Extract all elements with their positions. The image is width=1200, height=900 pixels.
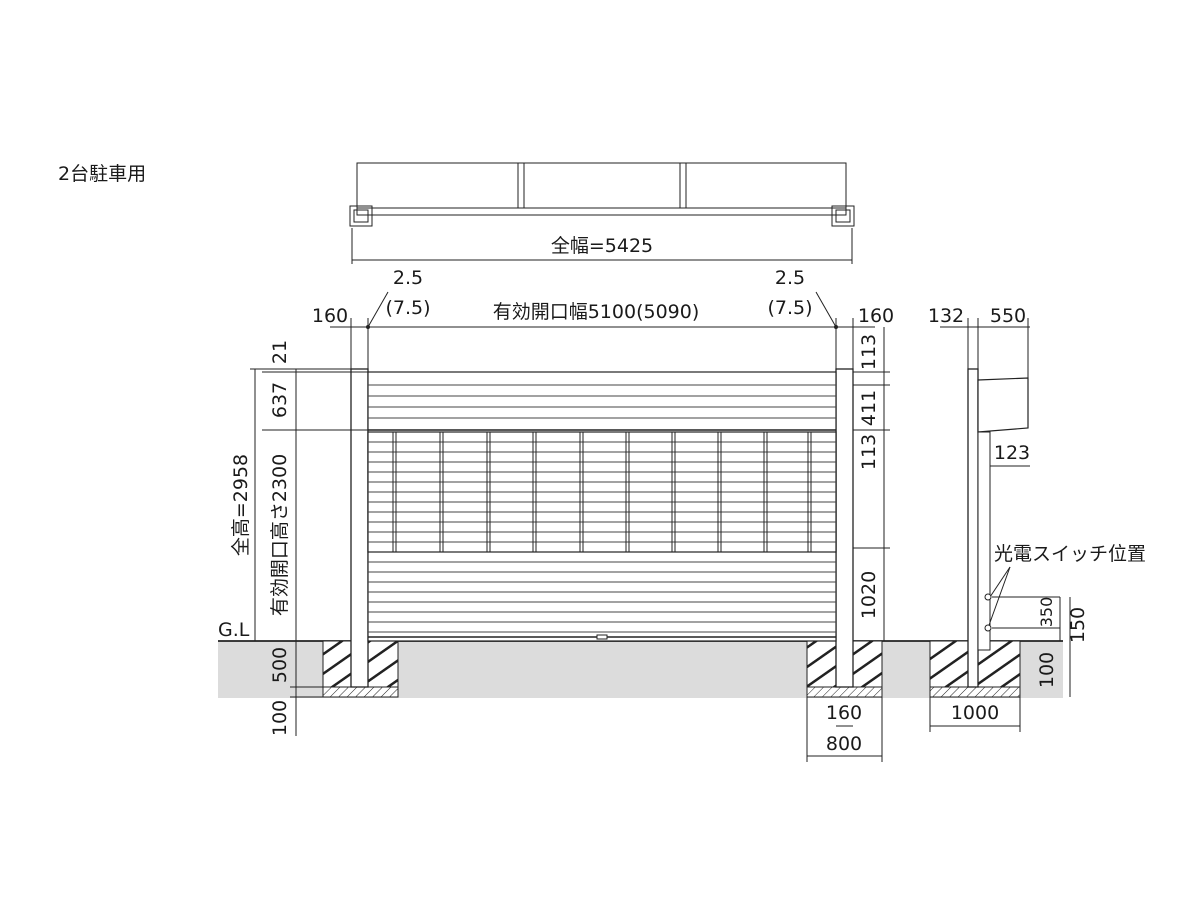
side-hood — [977, 377, 1029, 433]
right-dim-1020-label: 1020 — [858, 571, 880, 619]
right-post — [835, 368, 854, 688]
right-clearance-label: 2.5 — [775, 267, 805, 289]
side-foundation-depth-label: 100 — [1036, 652, 1058, 688]
right-dim-113-mid-label: 113 — [858, 434, 880, 470]
side-depth-dim-label: 550 — [990, 305, 1026, 327]
foundation-depth-label: 500 — [269, 647, 291, 683]
footing-width-label: 800 — [826, 733, 862, 755]
side-post-dim-label: 132 — [928, 305, 964, 327]
side-hood-dim-label: 123 — [994, 442, 1030, 464]
dim-21-label: 21 — [269, 340, 291, 364]
shutter-handle — [596, 634, 608, 640]
left-clearance-label: 2.5 — [393, 267, 423, 289]
right-dim-411-label: 411 — [858, 390, 880, 426]
side-view: 132 550 123 光電スイッチ位置 350 150 100 1000 — [928, 305, 1146, 732]
base-depth-label: 100 — [269, 700, 291, 736]
right-dim-113-top-label: 113 — [858, 334, 880, 370]
opening-width-label: 有効開口幅5100(5090) — [493, 301, 700, 323]
footing-post-label: 160 — [826, 702, 862, 724]
shutter-grille — [367, 431, 837, 553]
shutter-box — [368, 384, 836, 431]
left-post — [350, 368, 369, 688]
shutter-slats — [368, 561, 836, 640]
front-view: 160 160 2.5 (7.5) 2.5 (7.5) 有効開口幅5100(50… — [218, 267, 1063, 762]
left-post-width-label: 160 — [312, 305, 348, 327]
opening-height-label: 有効開口高さ2300 — [269, 454, 291, 616]
left-clearance-alt-label: (7.5) — [385, 297, 430, 319]
switch-350-label: 350 — [1037, 597, 1056, 628]
right-post-width-label: 160 — [858, 305, 894, 327]
photo-switch-label: 光電スイッチ位置 — [994, 543, 1146, 565]
side-post — [967, 368, 979, 688]
right-clearance-alt-label: (7.5) — [767, 297, 812, 319]
dim-637-label: 637 — [269, 382, 291, 418]
plan-total-width-label: 全幅=5425 — [551, 235, 653, 257]
plan-view: 全幅=5425 — [349, 162, 855, 264]
total-height-label: 全高=2958 — [230, 454, 252, 556]
switch-150-label: 150 — [1067, 607, 1089, 643]
ground-level-label: G.L — [218, 619, 250, 641]
drawing-title: 2台駐車用 — [58, 163, 146, 185]
side-footing-width-label: 1000 — [951, 702, 999, 724]
